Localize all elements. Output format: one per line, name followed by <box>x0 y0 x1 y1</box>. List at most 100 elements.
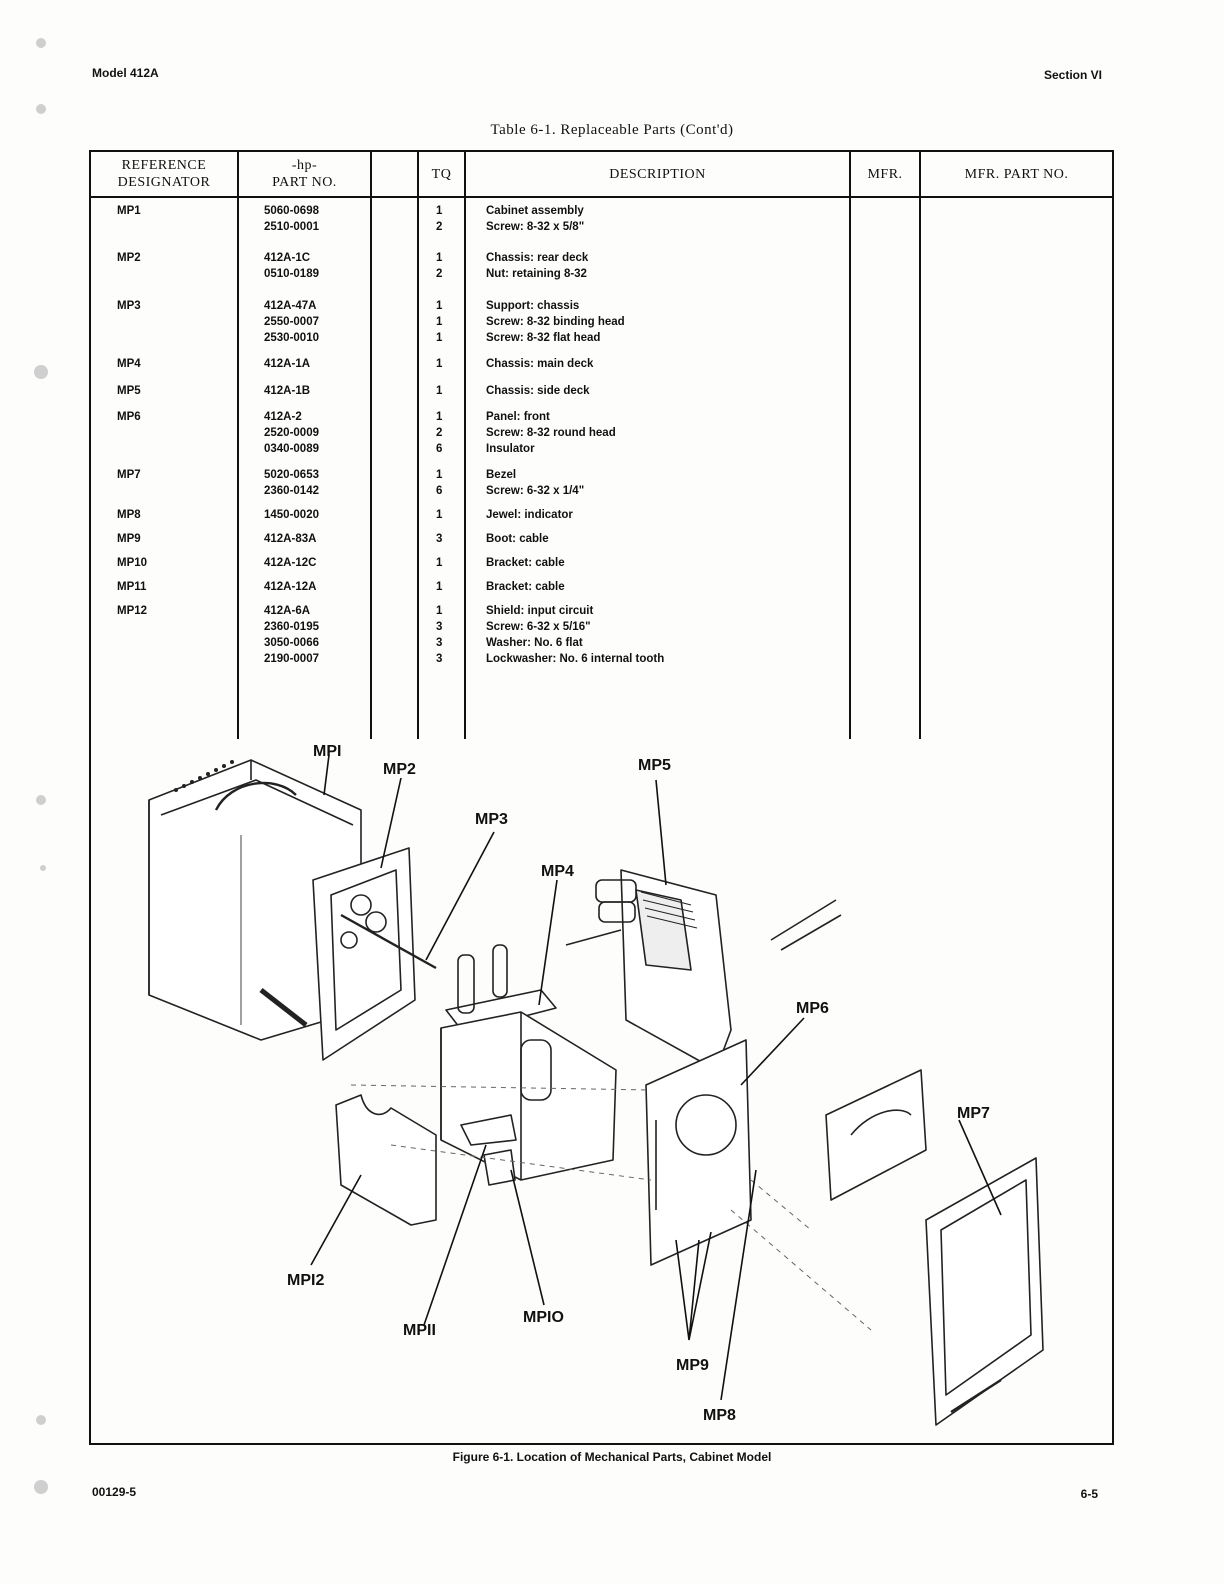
callout-mp8: MP8 <box>703 1407 736 1424</box>
ref-cell: MP12 <box>117 603 147 619</box>
ref-cell: MP3 <box>117 298 141 314</box>
part-no-cell: 412A-47A 2550-0007 2530-0010 <box>264 298 319 346</box>
ref-cell: MP4 <box>117 356 141 372</box>
description-cell: Boot: cable <box>486 531 549 547</box>
tq-cell: 1 <box>436 383 442 399</box>
callout-mp1: MPI <box>313 743 341 760</box>
col-header-tq: TQ <box>431 166 452 182</box>
table-cell-line: 2530-0010 <box>264 332 319 344</box>
tq-cell: 1 <box>436 555 442 571</box>
callout-mp5: MP5 <box>638 757 671 774</box>
punch-hole <box>36 38 46 48</box>
cable-bracket-drawing <box>483 1149 516 1186</box>
table-cell-line: 412A-12A <box>264 581 317 593</box>
figure-caption: Figure 6-1. Location of Mechanical Parts… <box>452 1450 772 1464</box>
table-cell-line: Support: chassis <box>486 300 580 312</box>
table-cell-line: MP4 <box>117 358 141 370</box>
front-panel-drawing <box>645 1039 752 1266</box>
table-cell-line: MP3 <box>117 300 141 312</box>
table-cell-line: Panel: front <box>486 411 550 423</box>
callout-mp10: MPIO <box>523 1309 564 1326</box>
footer-page-number: 6-5 <box>1080 1487 1098 1501</box>
ref-cell: MP1 <box>117 203 141 219</box>
ref-cell: MP5 <box>117 383 141 399</box>
table-cell-line: 412A-1B <box>264 385 311 397</box>
table-cell-line: Lockwasher: No. 6 internal tooth <box>486 653 665 665</box>
table-cell-line: Boot: cable <box>486 533 549 545</box>
part-no-cell: 412A-1B <box>264 383 310 399</box>
description-cell: Bracket: cable <box>486 555 565 571</box>
table-cell-line: MP1 <box>117 205 141 217</box>
rear-deck-drawing <box>312 847 416 1061</box>
table-cell-line: 5060-0698 <box>264 205 319 217</box>
col-header-mfr-part-no: MFR. PART NO. <box>964 166 1069 182</box>
col-header-mfr: MFR. <box>867 166 903 182</box>
description-cell: Chassis: main deck <box>486 356 593 372</box>
callout-mp9: MP9 <box>676 1357 709 1374</box>
exploded-view-figure: MPI MP2 MP3 MP4 MP5 MP6 MP7 MP8 MP9 MPIO… <box>148 743 1044 1426</box>
callout-mp6: MP6 <box>796 1000 829 1017</box>
table-cell-line: Nut: retaining 8-32 <box>486 268 587 280</box>
table-cell-line: 1 <box>436 557 443 569</box>
table-cell-line: 3 <box>436 653 443 665</box>
table-cell-line: 412A-2 <box>264 411 302 423</box>
table-cell-line: 412A-83A <box>264 533 317 545</box>
column-rule <box>464 150 466 739</box>
description-cell: Chassis: side deck <box>486 383 590 399</box>
table-cell-line: Screw: 8-32 x 5/8" <box>486 221 585 233</box>
table-cell-line: 2360-0142 <box>264 485 319 497</box>
description-cell: Bracket: cable <box>486 579 565 595</box>
table-cell-line: Screw: 8-32 binding head <box>486 316 625 328</box>
support-rod-drawing <box>340 913 437 970</box>
table-cell-line: Washer: No. 6 flat <box>486 637 583 649</box>
table-cell-line: 2 <box>436 427 443 439</box>
table-cell-line: 3 <box>436 533 443 545</box>
table-cell-line: 1 <box>436 358 443 370</box>
col-header-blank <box>372 152 417 196</box>
table-cell-line: Bracket: cable <box>486 581 565 593</box>
callout-mp7: MP7 <box>957 1105 990 1122</box>
header-model: Model 412A <box>92 66 159 80</box>
ref-cell: MP10 <box>117 555 147 571</box>
table-cell-line: 1 <box>436 252 443 264</box>
col-header-description: DESCRIPTION <box>609 166 706 182</box>
table-cell-line: 6 <box>436 485 443 497</box>
table-cell-line: MP2 <box>117 252 141 264</box>
callout-mp2: MP2 <box>383 761 416 778</box>
table-cell-line: 2360-0195 <box>264 621 319 633</box>
table-cell-line: 1 <box>436 300 443 312</box>
side-deck-drawing <box>565 869 842 1071</box>
part-no-cell: 412A-12A <box>264 579 316 595</box>
punch-hole <box>34 365 48 379</box>
cable-bracket-drawing <box>460 1114 517 1146</box>
table-cell-line: 412A-12C <box>264 557 317 569</box>
column-rule <box>919 150 921 739</box>
column-rule <box>237 150 239 739</box>
callout-mp4: MP4 <box>541 863 574 880</box>
table-cell-line: Insulator <box>486 443 535 455</box>
table-cell-line: 2550-0007 <box>264 316 319 328</box>
part-no-cell: 1450-0020 <box>264 507 319 523</box>
table-cell-line: 412A-47A <box>264 300 317 312</box>
ref-cell: MP11 <box>117 579 146 595</box>
table-cell-line: Bezel <box>486 469 517 481</box>
tq-cell: 1 <box>436 507 442 523</box>
column-rule <box>370 150 372 739</box>
table-cell-line: 1 <box>436 469 443 481</box>
table-cell-line: 1 <box>436 332 443 344</box>
punch-hole <box>36 104 46 114</box>
table-cell-line: 1450-0020 <box>264 509 319 521</box>
tq-cell: 3 <box>436 531 442 547</box>
table-cell-line: Chassis: main deck <box>486 358 594 370</box>
table-cell-line: MP8 <box>117 509 141 521</box>
